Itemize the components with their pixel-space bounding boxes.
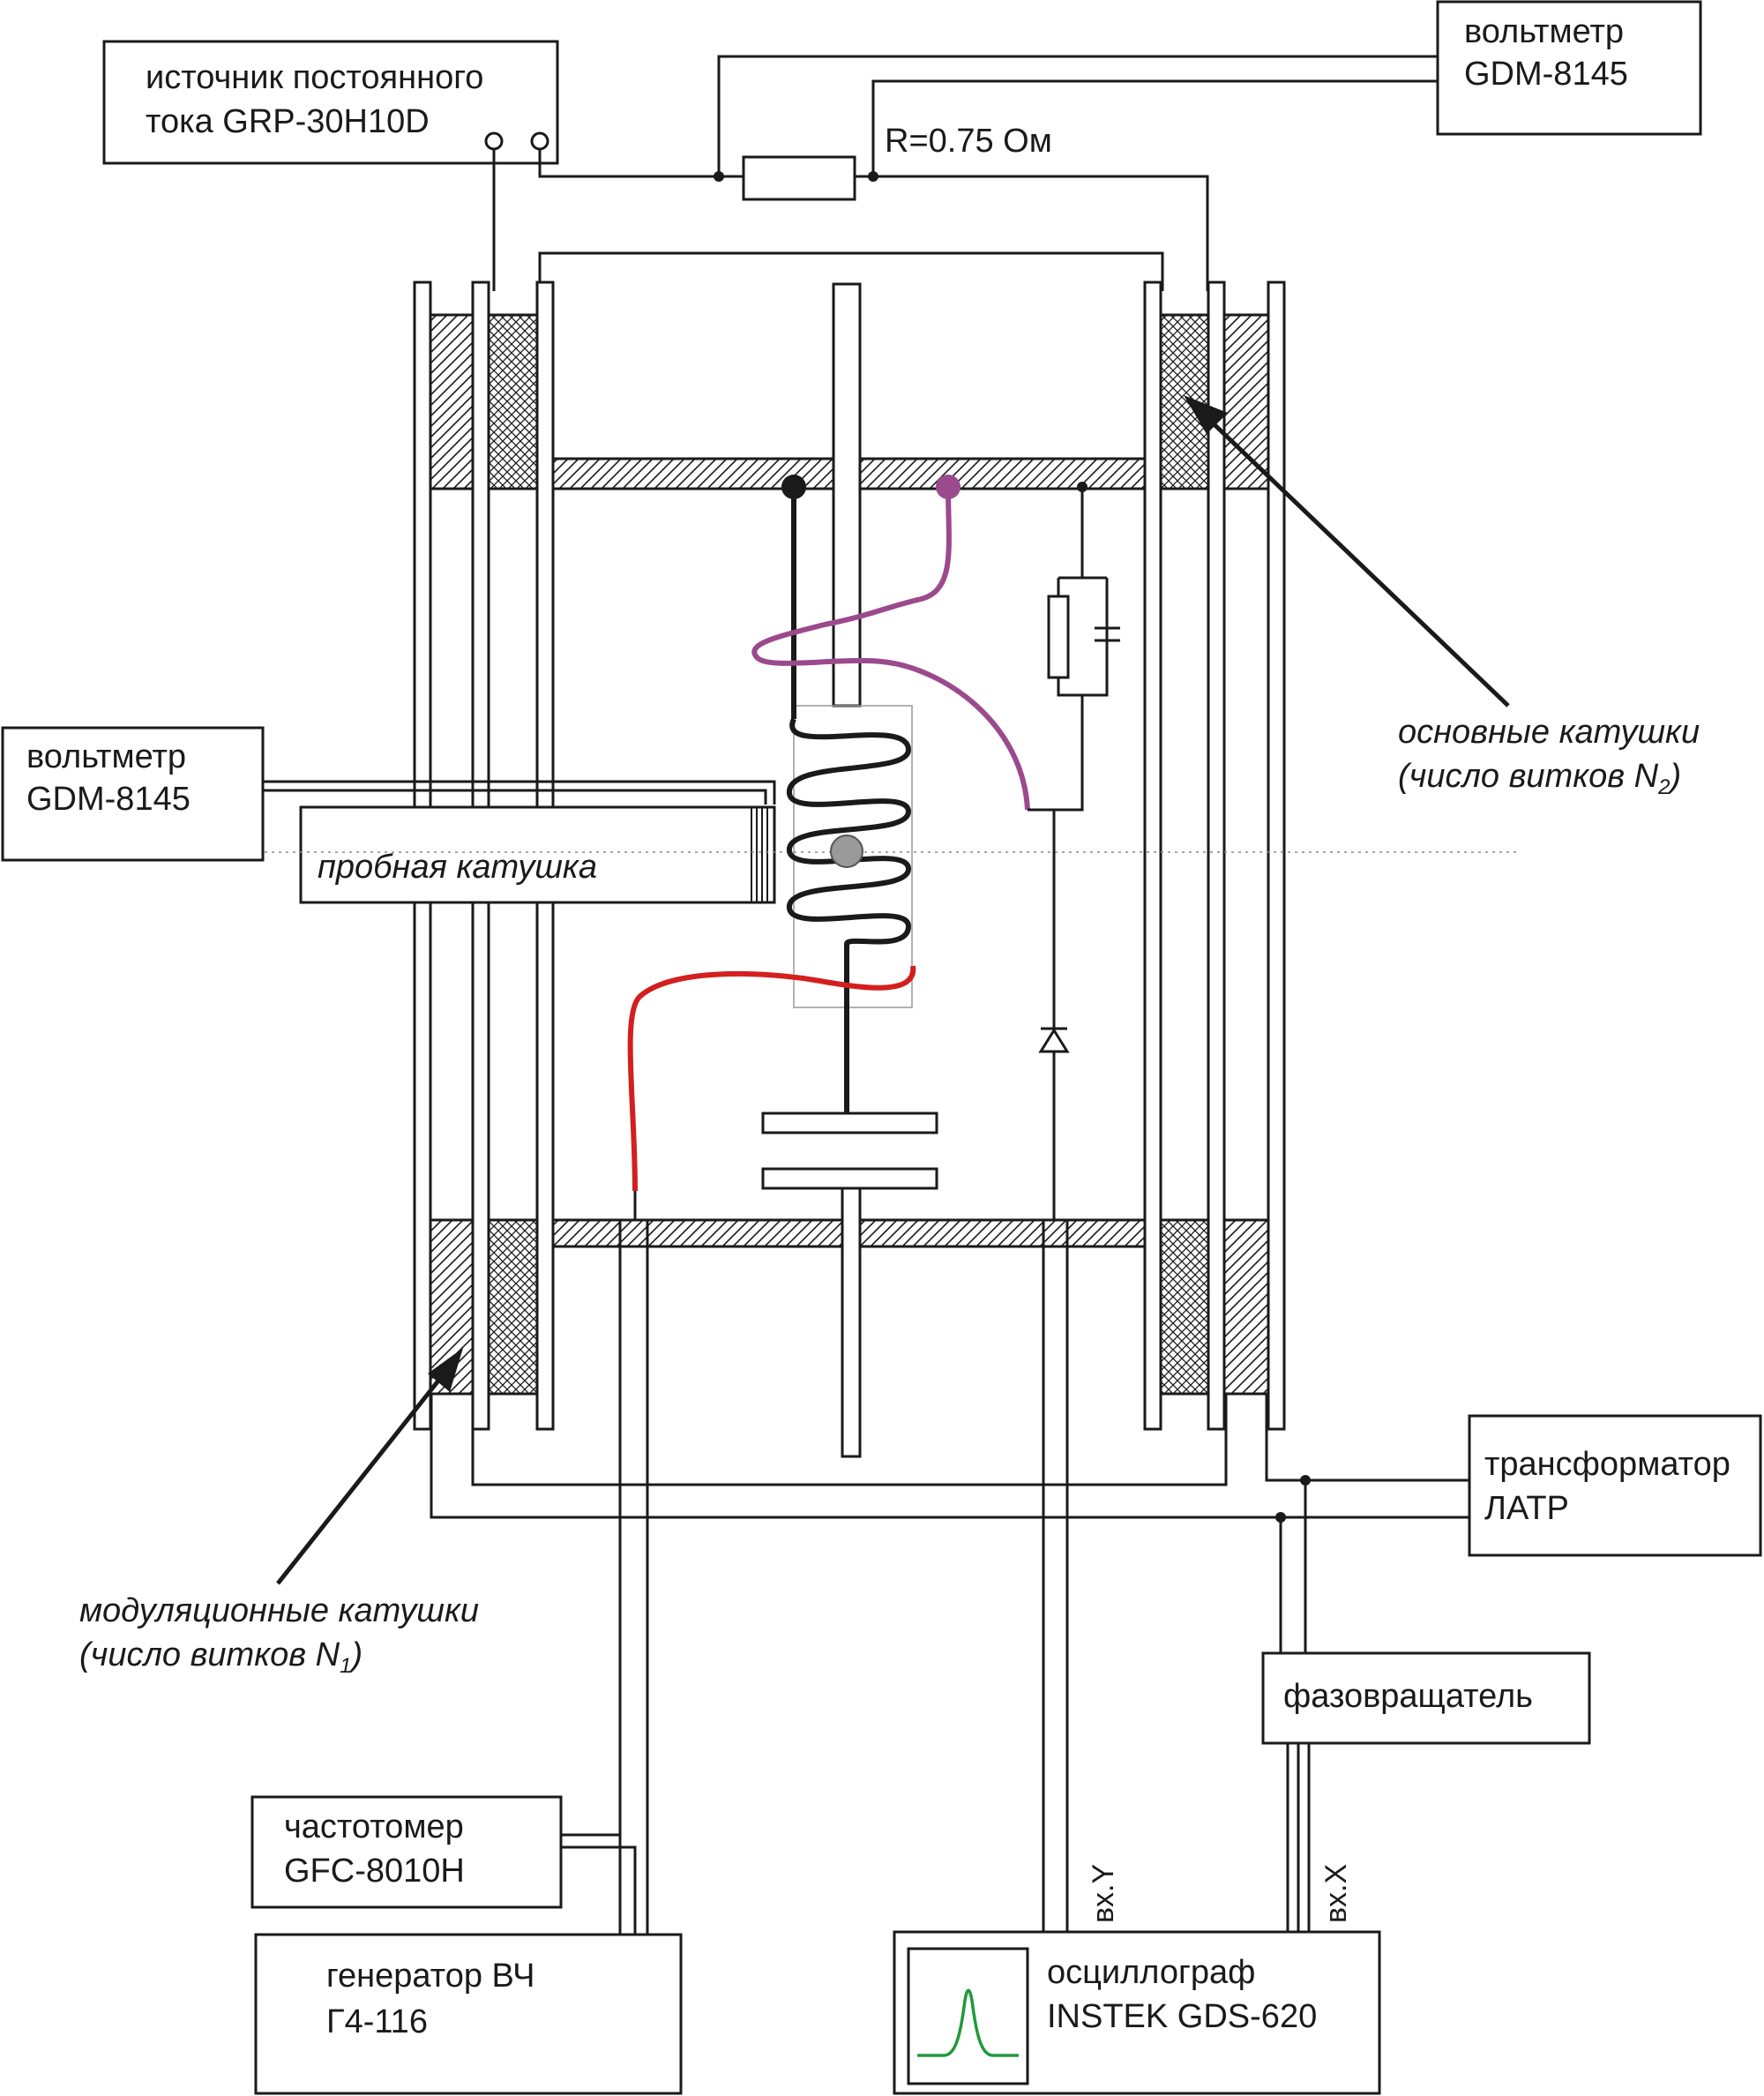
dc-source-label-line1: источник постоянного [146, 59, 483, 96]
generator-label-line1: генератор ВЧ [326, 1958, 534, 1995]
rc-filter-diode [1028, 482, 1120, 1220]
modulation-coil-bottom-right [1222, 1218, 1270, 1396]
probe-coil: пробная катушка [263, 780, 776, 904]
modulation-coils-label-line1: модуляционные катушки [79, 1592, 479, 1629]
transformer-box: трансформатор ЛАТР [1468, 1414, 1762, 1557]
voltmeter-left-label-line1: вольтметр [26, 738, 186, 775]
dc-terminal-right [530, 131, 549, 151]
transformer-label-line2: ЛАТР [1484, 1490, 1569, 1527]
resonance-signal-trace [917, 1988, 1019, 2057]
voltmeter-left-label-line2: GDM-8145 [26, 781, 191, 818]
input-x-label: вх.X [1319, 1864, 1353, 1923]
voltmeter-top-label-line1: вольтметр [1464, 13, 1624, 50]
main-coil-top-right [1159, 313, 1210, 490]
main-coil-bottom-right [1159, 1218, 1210, 1396]
generator-box: генератор ВЧ Г4-116 [254, 1933, 683, 2095]
oscilloscope-screen [907, 1947, 1029, 2085]
main-coils-annotation: основные катушки (число витков N2) [1184, 395, 1700, 799]
oscilloscope-label-line2: INSTEK GDS-620 [1047, 1998, 1317, 2035]
red-wire [627, 965, 916, 1192]
probe-coil-label: пробная катушка [318, 849, 597, 886]
voltmeter-top-label-line2: GDM-8145 [1464, 56, 1628, 93]
modulation-coils-label-line2: (число витков N [79, 1636, 340, 1673]
dc-terminal-left [484, 131, 504, 151]
filter-resistor [1047, 595, 1070, 679]
diode [1038, 1028, 1070, 1053]
sample-holder-rod [832, 282, 862, 707]
modulation-coils-annotation: модуляционные катушки (число витков N1) [79, 1348, 479, 1678]
dc-source-box: источник постоянного тока GRP-30H10D [102, 40, 559, 165]
resistor-label: R=0.75 Ом [885, 123, 1052, 160]
sample [830, 835, 863, 868]
main-coil-top-left [487, 313, 539, 490]
dc-circuit-wiring: R=0.75 Ом [492, 55, 1438, 291]
tuning-capacitor [761, 1112, 938, 1458]
modulation-coils-subscript: 1 [340, 1654, 351, 1678]
bottom-wiring [430, 1220, 1469, 1935]
purple-wire [751, 486, 1030, 811]
svg-text:(число витков N1): (число витков N1) [79, 1636, 363, 1678]
input-y-label: вх.Y [1087, 1864, 1120, 1923]
dc-source-label-line2: тока GRP-30H10D [146, 103, 430, 140]
voltmeter-left-box: вольтметр GDM-8145 [1, 726, 265, 862]
modulation-coil-top-left [429, 313, 475, 490]
resistor-r [742, 155, 856, 201]
voltmeter-top-box: вольтметр GDM-8145 [1436, 0, 1702, 136]
transformer-label-line1: трансформатор [1484, 1446, 1730, 1483]
main-coils-label-line2: (число витков N [1398, 758, 1659, 795]
freq-meter-label-line1: частотомер [284, 1808, 464, 1845]
oscilloscope-box: осциллограф INSTEK GDS-620 [893, 1930, 1381, 2095]
modulation-coil-top-right [1222, 313, 1270, 490]
freq-meter-label-line2: GFC-8010H [284, 1853, 465, 1890]
main-coils-label-line1: основные катушки [1398, 714, 1700, 751]
freq-meter-box: частотомер GFC-8010H [250, 1795, 563, 1909]
svg-text:(число витков N2): (число витков N2) [1398, 758, 1681, 799]
phase-shifter-box: фазовращатель [1261, 1651, 1591, 1745]
oscilloscope-label-line1: осциллограф [1047, 1954, 1255, 1991]
phase-shifter-label: фазовращатель [1283, 1678, 1533, 1715]
main-coil-bottom-left [487, 1218, 539, 1396]
rf-coil [781, 475, 912, 1113]
main-coils-subscript: 2 [1657, 775, 1670, 799]
generator-label-line2: Г4-116 [326, 2003, 428, 2040]
